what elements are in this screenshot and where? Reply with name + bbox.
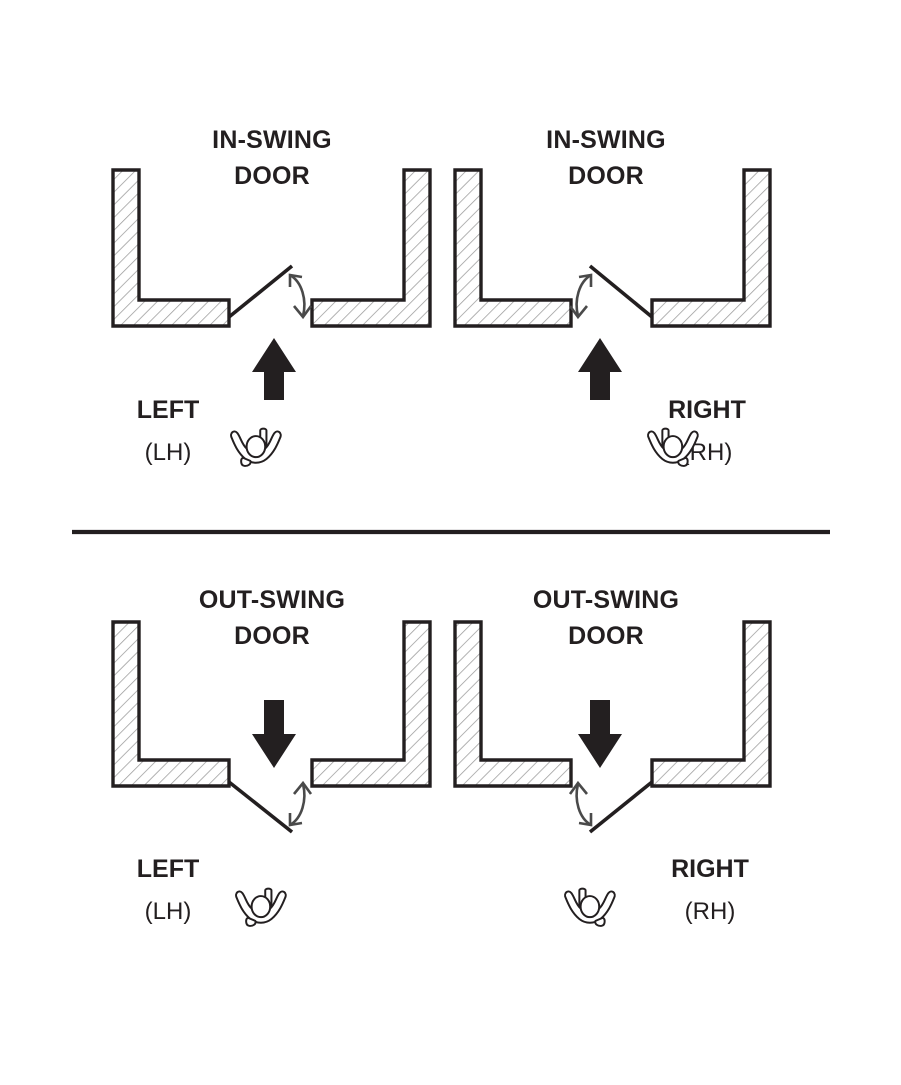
panel-title-line1: IN-SWING (212, 126, 332, 154)
door-swing-arc-icon (568, 273, 593, 320)
door-swing-arc-icon (288, 780, 313, 827)
wall-left-jamb (111, 168, 231, 328)
panel-out-swing-right: OUT-SWING DOOR RIGHT (RH) (453, 586, 772, 927)
wall-right-jamb (650, 620, 772, 788)
door-swing-arc-icon (568, 780, 593, 827)
arrow-up-icon (578, 338, 622, 400)
panel-title-line1: OUT-SWING (199, 586, 345, 614)
door-leaf (227, 780, 294, 834)
panel-in-swing-left: IN-SWING DOOR LEFT (LH) (111, 126, 432, 467)
arrow-up-icon (252, 338, 296, 400)
wall-left-jamb (453, 620, 573, 788)
wall-right-jamb (650, 168, 772, 328)
hand-label: LEFT (137, 855, 200, 883)
wall-right-jamb (310, 168, 432, 328)
door-swing-arc-icon (288, 273, 313, 320)
panel-title-line2: DOOR (568, 622, 644, 650)
left-hand-palm-icon (235, 887, 287, 927)
hand-sublabel: (LH) (145, 439, 192, 466)
arrow-down-icon (252, 700, 296, 768)
right-hand-palm-icon (564, 887, 616, 927)
panel-out-swing-left: OUT-SWING DOOR LEFT (LH) (111, 586, 432, 927)
door-leaf (227, 264, 294, 319)
wall-left-jamb (111, 620, 231, 788)
hand-label: LEFT (137, 396, 200, 424)
panel-title-line2: DOOR (234, 162, 310, 190)
hand-sublabel: (RH) (685, 898, 736, 925)
wall-right-jamb (310, 620, 432, 788)
panel-title-line1: IN-SWING (546, 126, 666, 154)
hand-label: RIGHT (671, 855, 749, 883)
wall-left-jamb (453, 168, 573, 328)
left-hand-palm-icon (230, 427, 282, 467)
panel-title-line2: DOOR (234, 622, 310, 650)
panel-title-line1: OUT-SWING (533, 586, 679, 614)
panel-title-line2: DOOR (568, 162, 644, 190)
arrow-down-icon (578, 700, 622, 768)
door-leaf (588, 264, 654, 319)
hand-label: RIGHT (668, 396, 746, 424)
hand-sublabel: (LH) (145, 898, 192, 925)
door-leaf (588, 780, 654, 834)
panel-in-swing-right: IN-SWING DOOR RIGHT (RH) (453, 126, 772, 467)
